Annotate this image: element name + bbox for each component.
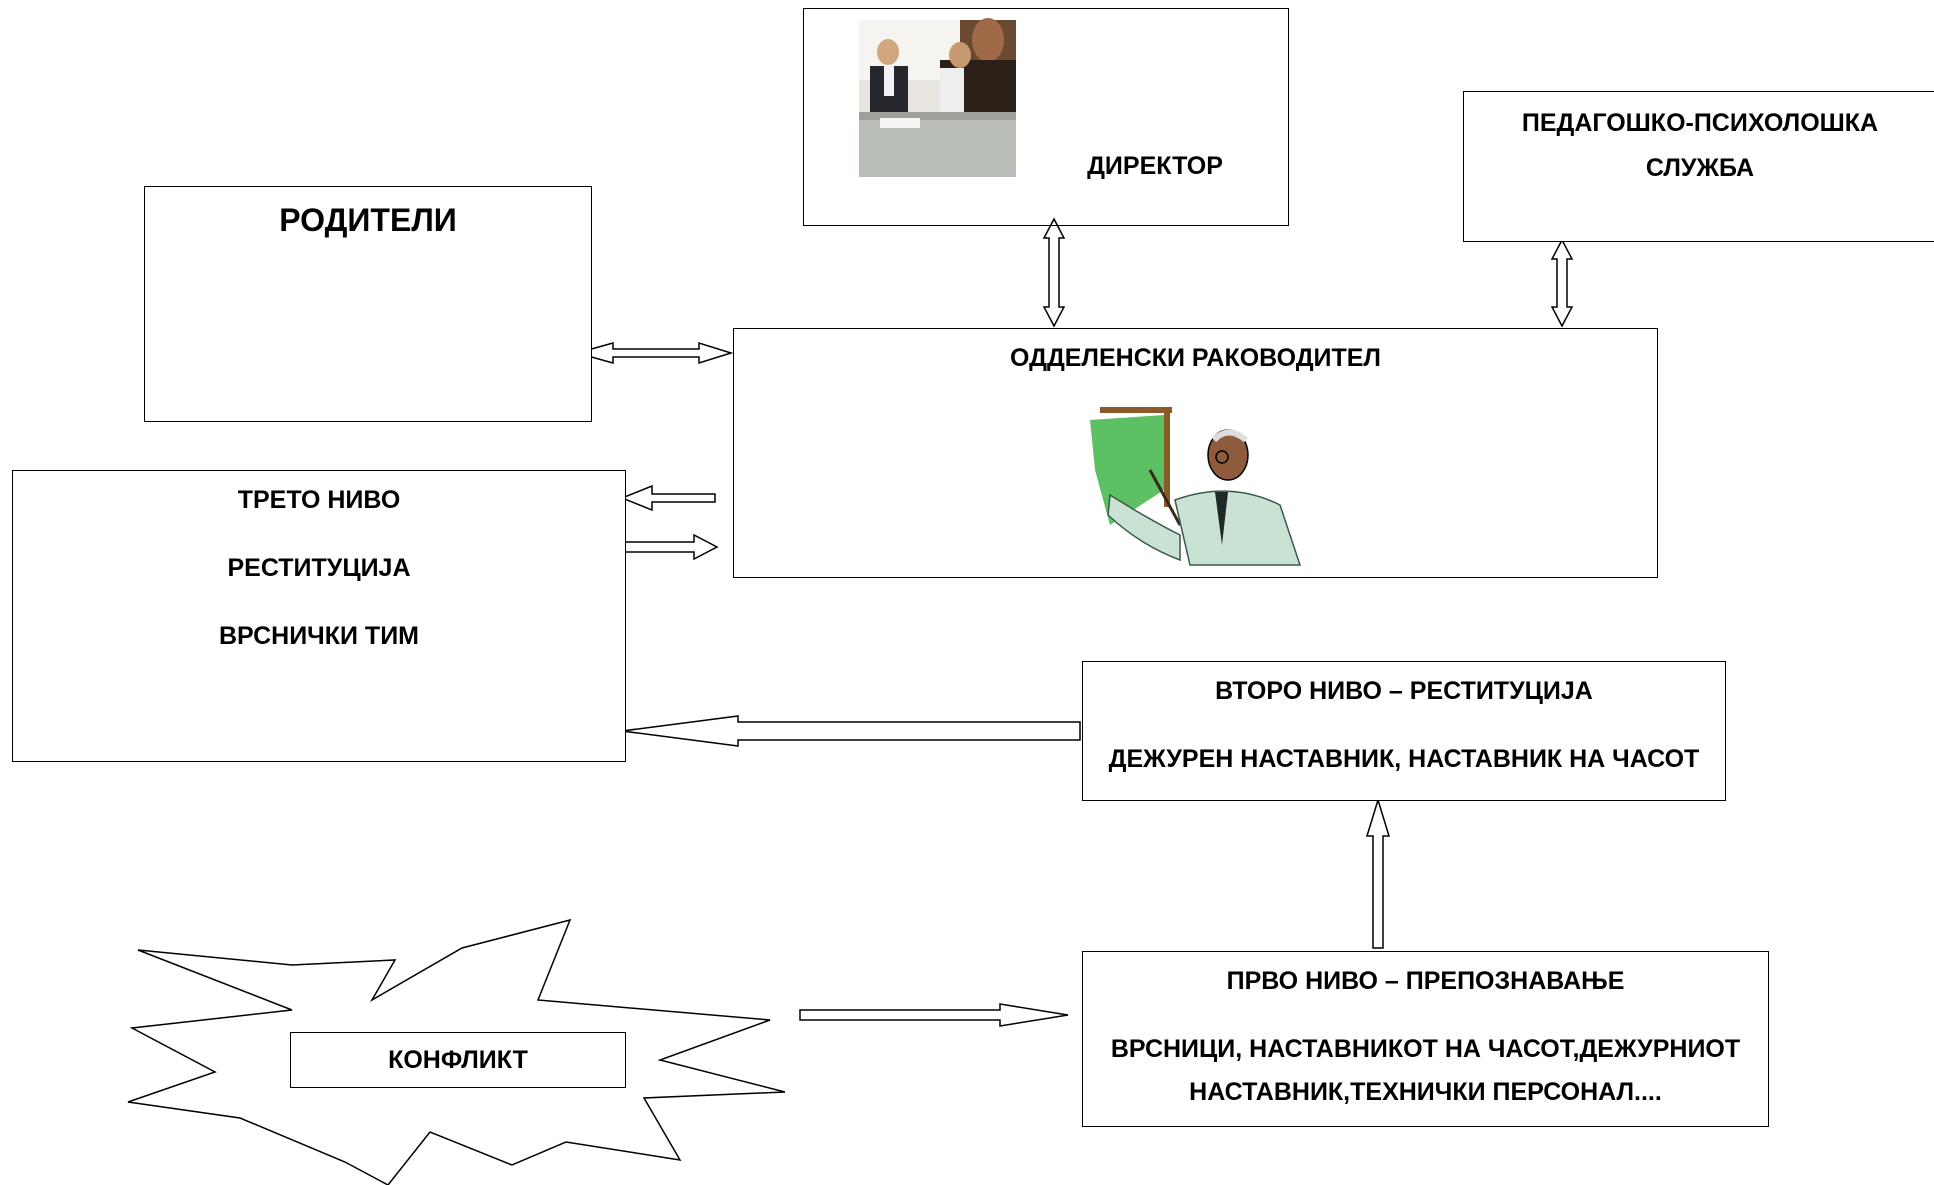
arrow-prvo-to-vtoro xyxy=(1365,797,1391,949)
business-meeting-photo-icon xyxy=(859,18,1016,177)
arrow-pps-oddelenski xyxy=(1550,238,1574,328)
pps-line2: СЛУЖБА xyxy=(1645,154,1755,182)
node-oddelenski xyxy=(733,328,1658,578)
arrow-roditeli-oddelenski xyxy=(574,341,734,365)
node-prvo xyxy=(1082,951,1769,1127)
arrow-direktor-oddelenski xyxy=(1042,217,1066,328)
vtoro-line2: ДЕЖУРЕН НАСТАВНИК, НАСТАВНИК НА ЧАСОТ xyxy=(1108,745,1700,773)
prvo-line1: ПРВО НИВО – ПРЕПОЗНАВАЊЕ xyxy=(1226,967,1625,995)
node-direktor xyxy=(803,8,1289,226)
arrow-oddelenski-to-treto xyxy=(619,484,716,512)
node-treto xyxy=(12,470,626,762)
roditeli-title: РОДИТЕЛИ xyxy=(279,202,457,238)
prvo-line2: ВРСНИЦИ, НАСТАВНИКОТ НА ЧАСОТ,ДЕЖУРНИОТ xyxy=(1110,1035,1741,1063)
arrow-vtoro-to-treto xyxy=(621,715,1081,747)
node-roditeli xyxy=(144,186,592,422)
oddelenski-title: ОДДЕЛЕНСКИ РАКОВОДИТЕЛ xyxy=(1010,344,1381,372)
node-vtoro xyxy=(1082,661,1726,801)
node-konflikt xyxy=(290,1032,626,1088)
konflikt-title: КОНФЛИКТ xyxy=(388,1046,528,1074)
vtoro-line1: ВТОРО НИВО – РЕСТИТУЦИЈА xyxy=(1215,677,1593,705)
treto-line2: РЕСТИТУЦИЈА xyxy=(227,554,411,582)
treto-line3: ВРСНИЧКИ ТИМ xyxy=(219,622,419,650)
teacher-at-board-icon xyxy=(1090,407,1302,566)
pps-line1: ПЕДАГОШКО-ПСИХОЛОШКА xyxy=(1521,109,1879,137)
treto-line1: ТРЕТО НИВО xyxy=(237,486,401,514)
arrow-treto-to-oddelenski xyxy=(623,533,719,561)
direktor-title: ДИРЕКТОР xyxy=(1087,152,1223,180)
arrow-konflikt-to-prvo xyxy=(799,1003,1069,1027)
node-pps xyxy=(1463,91,1934,242)
prvo-line3: НАСТАВНИК,ТЕХНИЧКИ ПЕРСОНАЛ.... xyxy=(1189,1078,1662,1106)
